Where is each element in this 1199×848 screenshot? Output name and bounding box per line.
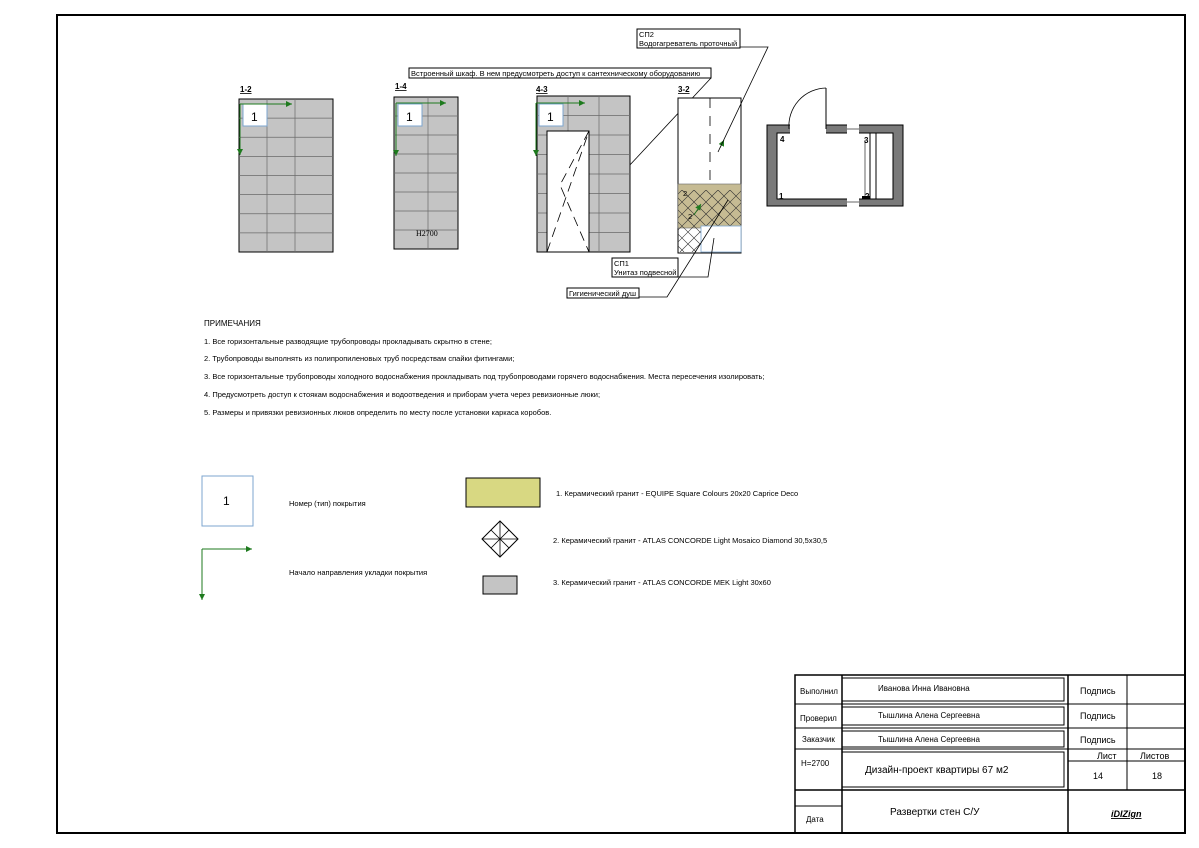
client-name: Тышлина Алена Сергеевна xyxy=(878,735,980,744)
height-note: Н2700 xyxy=(416,229,438,238)
checked-label: Проверил xyxy=(800,714,837,723)
legend-tag-desc: Номер (тип) покрытия xyxy=(289,499,366,508)
swatch-yellow xyxy=(465,477,541,508)
callout-text: Гигиенический душ xyxy=(569,289,636,298)
sheet-frame xyxy=(56,14,1186,834)
elevation-1-4: 1-4 1 Н2700 xyxy=(393,82,459,250)
signature-label: Подпись xyxy=(1080,735,1116,745)
signature-label: Подпись xyxy=(1080,711,1116,721)
door-swing-arc xyxy=(788,87,827,130)
material-1: 1. Керамический гранит - EQUIPE Square C… xyxy=(556,489,798,498)
callout-code: СП1 xyxy=(614,259,629,268)
sheets-total: 18 xyxy=(1152,771,1162,781)
callout-name: Унитаз подвесной xyxy=(614,268,677,277)
tag-box xyxy=(397,103,423,127)
sheets-label: Листов xyxy=(1140,751,1169,761)
project-title: Дизайн-проект квартиры 67 м2 xyxy=(865,765,1009,776)
callout-name: Водогагреватель проточный xyxy=(639,39,737,48)
leader-line xyxy=(639,199,729,298)
signature-label: Подпись xyxy=(1080,686,1116,696)
door-swing xyxy=(559,130,590,253)
tag-number: 1 xyxy=(547,110,554,124)
notes-title: ПРИМЕЧАНИЯ xyxy=(204,319,261,328)
plan-walls xyxy=(766,124,904,207)
note-item: 5. Размеры и привязки ревизионных люков … xyxy=(204,408,551,417)
title-block-text: Выполнил Иванова Инна Ивановна Подпись П… xyxy=(800,684,1169,824)
elevation-4-3: 4-3 1 xyxy=(533,85,631,253)
client-label: Заказчик xyxy=(802,735,835,744)
shower-callout: Гигиенический душ xyxy=(566,199,729,299)
tile-grid xyxy=(238,98,334,253)
sp1-callout: СП1 Унитаз подвесной xyxy=(611,237,715,278)
tile-zone-beige xyxy=(677,183,742,229)
elevation-label: 4-3 xyxy=(536,85,548,94)
legend-tag-box xyxy=(201,475,254,527)
note-item: 3. Все горизонтальные трубопроводы холод… xyxy=(204,372,765,381)
drawing-title: Развертки стен С/У xyxy=(890,807,980,818)
door-swing xyxy=(546,130,590,253)
tile-ref: 2 xyxy=(688,212,692,221)
performed-label: Выполнил xyxy=(800,687,838,696)
height-value: Н=2700 xyxy=(801,759,830,768)
wall-number: 2 xyxy=(865,192,870,201)
notes-section: ПРИМЕЧАНИЯ 1. Все горизонтальные разводя… xyxy=(204,319,765,417)
elevation-3-2: 3-2 2 2 xyxy=(677,85,742,254)
elevation-label: 1-4 xyxy=(395,82,407,91)
note-item: 1. Все горизонтальные разводящие трубопр… xyxy=(204,337,492,346)
note-item: 2. Трубопроводы выполнять из полипропиле… xyxy=(204,354,514,363)
leader-line xyxy=(717,46,769,153)
callout-text: Встроенный шкаф. В нем предусмотреть дос… xyxy=(411,69,701,78)
fixture-mark xyxy=(862,196,870,199)
tag-box xyxy=(538,103,564,127)
legend-tag-number: 1 xyxy=(223,494,230,508)
sheet-number: 14 xyxy=(1093,771,1103,781)
callout-box xyxy=(636,28,741,49)
wall-number: 3 xyxy=(864,136,869,145)
tag-number: 1 xyxy=(406,110,413,124)
legend: 1 Номер (тип) покрытия Начало направлени… xyxy=(199,475,827,600)
swatch-gray xyxy=(482,575,518,595)
brand-logo: iDIZign xyxy=(1111,809,1142,819)
sheet-label: Лист xyxy=(1097,751,1117,761)
wall-number: 4 xyxy=(780,135,785,144)
elevation-label: 1-2 xyxy=(240,85,252,94)
callout-box xyxy=(611,257,679,278)
tile-ref: 2 xyxy=(683,189,687,198)
tag-number: 1 xyxy=(251,110,258,124)
callout-box xyxy=(566,287,640,299)
callout-code: СП2 xyxy=(639,30,654,39)
material-2: 2. Керамический гранит - ATLAS CONCORDE … xyxy=(553,536,827,545)
elevation-1-2: 1-2 1 xyxy=(237,85,334,253)
note-item: 4. Предусмотреть доступ к стоякам водосн… xyxy=(204,390,600,399)
wall-number: 1 xyxy=(779,192,784,201)
title-block xyxy=(794,674,1186,834)
floor-plan: 4 3 1 2 xyxy=(766,87,904,207)
swatch-diamond xyxy=(481,520,519,558)
leader-line xyxy=(678,237,715,278)
direction-arrow xyxy=(693,203,702,216)
performed-name: Иванова Инна Ивановна xyxy=(878,684,970,693)
elevation-label: 3-2 xyxy=(678,85,690,94)
fixture-panel xyxy=(700,225,742,253)
callout-box xyxy=(408,67,712,79)
wall-gap xyxy=(847,198,859,207)
legend-arrow-desc: Начало направления укладки покрытия xyxy=(289,568,427,577)
date-label: Дата xyxy=(806,815,824,824)
checked-name: Тышлина Алена Сергеевна xyxy=(878,711,980,720)
door-gap xyxy=(790,124,826,134)
material-3: 3. Керамический гранит - ATLAS CONCORDE … xyxy=(553,578,771,587)
sp2-callout: СП2 Водогагреватель проточный xyxy=(636,28,769,153)
